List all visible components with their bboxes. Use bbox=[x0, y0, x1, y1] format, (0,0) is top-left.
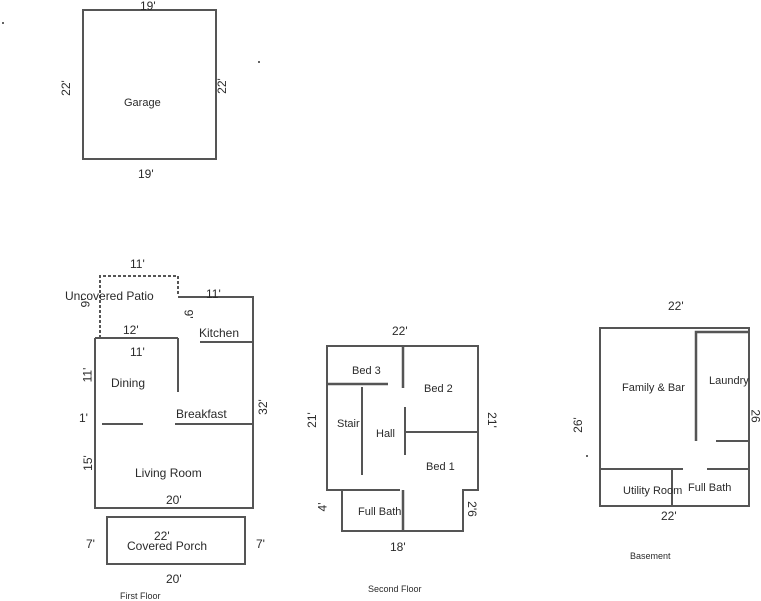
second-floor-dim-left: 21' bbox=[304, 412, 319, 428]
first-floor-walls bbox=[94, 275, 254, 565]
living-room-label: Living Room bbox=[135, 466, 202, 480]
basement-dim-top: 22' bbox=[668, 299, 684, 313]
gap-dim-left: 1' bbox=[79, 411, 88, 425]
second-floor-dim-left-notch: 4' bbox=[315, 502, 330, 512]
patio-dim-bottom: 12' bbox=[123, 323, 139, 337]
living-dim-bottom: 20' bbox=[166, 493, 182, 507]
porch-dim-right: 7' bbox=[256, 537, 265, 551]
garage-dim-bottom: 19' bbox=[138, 167, 154, 181]
kitchen-label: Kitchen bbox=[199, 326, 240, 340]
kitchen-dim-top: 11' bbox=[206, 287, 221, 301]
basement-walls bbox=[599, 327, 750, 507]
laundry-label: Laundry bbox=[709, 375, 749, 387]
bed-3-label: Bed 3 bbox=[352, 365, 381, 377]
basement-caption: Basement bbox=[630, 551, 671, 561]
dining-label: Dining bbox=[111, 376, 146, 390]
basement-full-bath-label: Full Bath bbox=[688, 482, 732, 494]
patio-label: Uncovered Patio bbox=[65, 289, 154, 303]
second-floor-dim-right: 21' bbox=[484, 412, 499, 428]
porch-dim-bottom: 20' bbox=[166, 572, 182, 586]
hall-label: Hall bbox=[376, 428, 395, 440]
scan-speck bbox=[2, 22, 4, 24]
second-floor-dim-right-notch: 2'6 bbox=[464, 501, 479, 517]
porch-dim-left: 7' bbox=[86, 537, 95, 551]
dining-dim-left: 11' bbox=[80, 367, 95, 383]
bed-1-label: Bed 1 bbox=[426, 461, 455, 473]
garage-dim-top: 19' bbox=[140, 0, 156, 13]
right-total-dim: 32' bbox=[255, 399, 270, 415]
basement-dim-bottom: 22' bbox=[661, 509, 677, 523]
second-floor-walls bbox=[326, 345, 479, 532]
bed-2-label: Bed 2 bbox=[424, 383, 453, 395]
family-bar-label: Family & Bar bbox=[622, 382, 685, 394]
breakfast-label: Breakfast bbox=[176, 407, 227, 421]
stair-label: Stair bbox=[337, 418, 360, 430]
garage-dim-left: 22' bbox=[58, 80, 73, 96]
second-floor-full-bath-label: Full Bath bbox=[358, 506, 402, 518]
living-dim-left: 15' bbox=[80, 455, 95, 471]
scan-speck bbox=[586, 455, 588, 457]
dining-dim-top: 11' bbox=[130, 345, 145, 359]
basement-dim-right: 26 bbox=[748, 409, 761, 423]
second-floor-dim-top: 22' bbox=[392, 324, 408, 338]
patio-dim-left: 9' bbox=[78, 298, 93, 308]
garage-label: Garage bbox=[124, 97, 161, 109]
garage-walls bbox=[82, 9, 217, 160]
utility-room-label: Utility Room bbox=[623, 485, 683, 497]
garage-dim-right: 22' bbox=[214, 78, 229, 94]
second-floor-caption: Second Floor bbox=[368, 584, 422, 594]
patio-dim-right: 9' bbox=[181, 309, 196, 319]
scan-speck bbox=[258, 61, 260, 63]
covered-porch-label: Covered Porch bbox=[127, 539, 208, 553]
basement-dim-left: 26' bbox=[570, 417, 585, 433]
porch-dim-top: 22' bbox=[154, 529, 170, 543]
patio-dim-top: 11' bbox=[130, 257, 145, 271]
second-floor-dim-bottom: 18' bbox=[390, 540, 406, 554]
first-floor-caption: First Floor bbox=[120, 591, 161, 601]
